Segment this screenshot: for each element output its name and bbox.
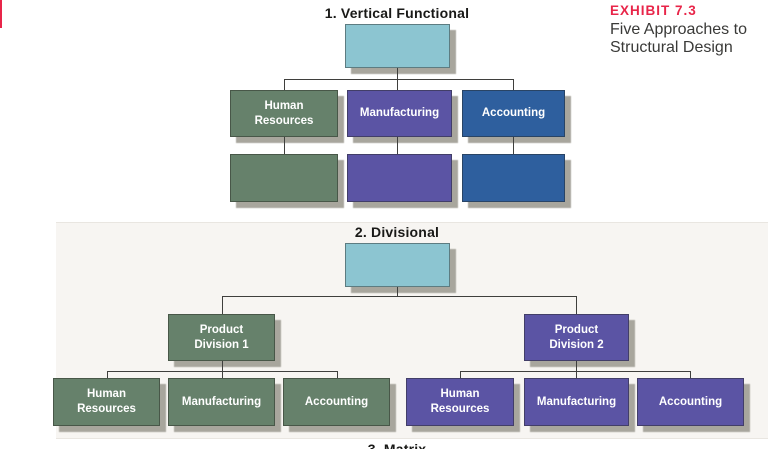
connector-line bbox=[460, 371, 461, 378]
section-title-vertical-functional: 1. Vertical Functional bbox=[324, 5, 470, 21]
div-top-management-box bbox=[345, 243, 450, 287]
product-division-1-box: Product Division 1 bbox=[168, 314, 275, 361]
connector-line bbox=[397, 287, 398, 296]
connector-line bbox=[337, 371, 338, 378]
div1-human-resources-box: Human Resources bbox=[53, 378, 160, 426]
connector-line bbox=[513, 79, 514, 90]
exhibit-caption: Five Approaches to Structural Design bbox=[610, 21, 747, 56]
connector-line bbox=[460, 371, 691, 372]
connector-line bbox=[513, 137, 514, 154]
connector-line bbox=[576, 296, 577, 314]
vf-accounting-subunit-box bbox=[462, 154, 565, 202]
page-edge-accent bbox=[0, 0, 2, 28]
vf-accounting-box: Accounting bbox=[462, 90, 565, 137]
div2-accounting-box: Accounting bbox=[637, 378, 744, 426]
div1-manufacturing-box: Manufacturing bbox=[168, 378, 275, 426]
connector-line bbox=[576, 361, 577, 371]
connector-line bbox=[284, 137, 285, 154]
connector-line bbox=[576, 371, 577, 378]
connector-line bbox=[284, 79, 285, 90]
div2-manufacturing-box: Manufacturing bbox=[524, 378, 629, 426]
connector-line bbox=[222, 296, 577, 297]
vf-top-management-box bbox=[345, 24, 450, 68]
vf-manufacturing-subunit-box bbox=[347, 154, 452, 202]
connector-line bbox=[397, 137, 398, 154]
div1-accounting-box: Accounting bbox=[283, 378, 390, 426]
connector-line bbox=[222, 371, 223, 378]
section-title-divisional: 2. Divisional bbox=[354, 224, 440, 240]
connector-line bbox=[690, 371, 691, 378]
vf-hr-subunit-box bbox=[230, 154, 338, 202]
product-division-2-box: Product Division 2 bbox=[524, 314, 629, 361]
section-title-matrix: 3. Matrix bbox=[367, 441, 427, 449]
div2-human-resources-box: Human Resources bbox=[406, 378, 514, 426]
vf-human-resources-box: Human Resources bbox=[230, 90, 338, 137]
connector-line bbox=[222, 361, 223, 371]
vf-manufacturing-box: Manufacturing bbox=[347, 90, 452, 137]
exhibit-header: EXHIBIT 7.3 Five Approaches to Structura… bbox=[610, 3, 768, 56]
connector-line bbox=[107, 371, 108, 378]
connector-line bbox=[284, 79, 514, 80]
exhibit-tag: EXHIBIT 7.3 bbox=[610, 3, 697, 18]
connector-line bbox=[222, 296, 223, 314]
